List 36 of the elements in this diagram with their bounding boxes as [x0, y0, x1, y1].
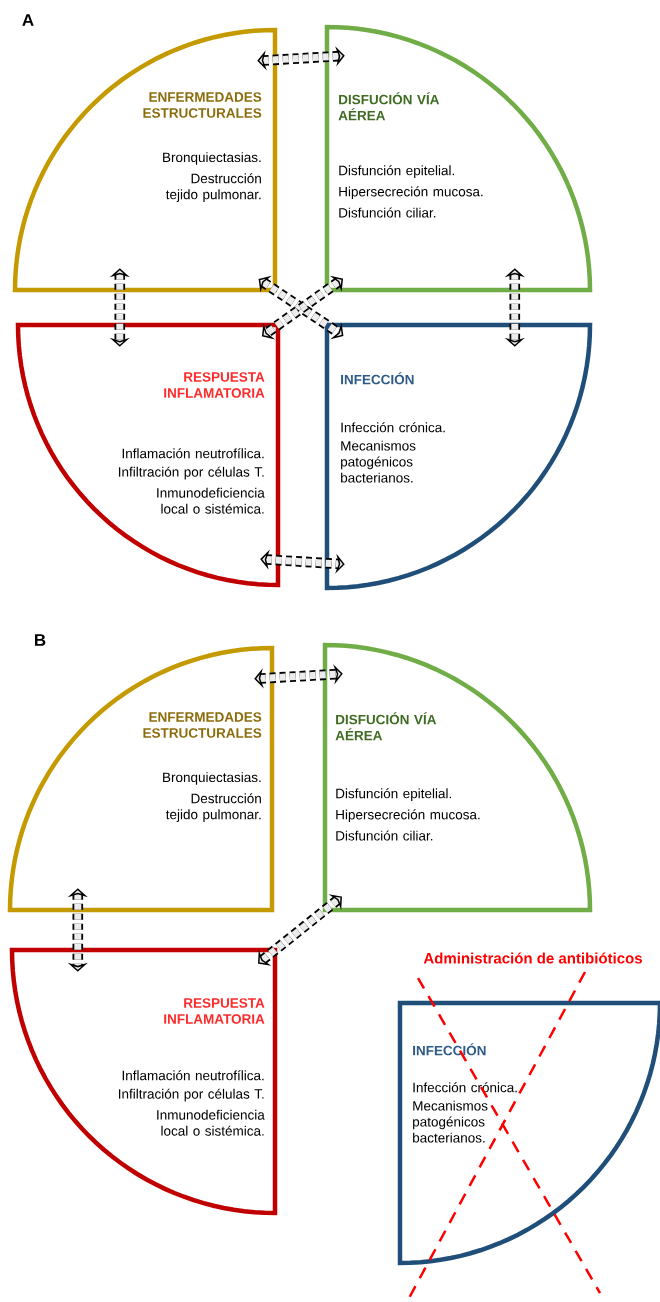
- body-text: Inmunodeficiencia local o sistémica.: [157, 487, 265, 514]
- body-text: Infiltración por células T.: [119, 1088, 264, 1102]
- heading-text: DISFUCIÓN VÍA AÉREA: [338, 92, 440, 121]
- body-text: Hipersecreción mucosa.: [339, 186, 483, 200]
- double-arrow: [109, 268, 130, 347]
- panel-label: B: [35, 634, 46, 646]
- heading-text: ENFERMEDADES ESTRUCTURALES: [143, 712, 262, 738]
- body-text: Bronquiectasias.: [163, 152, 261, 165]
- body-text: Infección crónica.: [341, 422, 445, 433]
- body-text: Inflamación neutrofílica.: [122, 1070, 264, 1081]
- body-text: Disfunción ciliar.: [336, 830, 433, 841]
- body-text: Hipersecreción mucosa.: [336, 809, 480, 823]
- double-arrow: [258, 894, 342, 966]
- double-arrow: [257, 46, 345, 71]
- body-text: Bronquiectasias.: [163, 772, 261, 785]
- body-text: Destrucción tejido pulmonar.: [165, 793, 261, 822]
- panel-label: Administración de antibióticos: [423, 952, 642, 964]
- double-arrow: [504, 268, 525, 347]
- heading-text: DISFUCIÓN VÍA AÉREA: [335, 712, 437, 741]
- heading-text: INFECCIÓN: [413, 1043, 486, 1056]
- heading-text: RESPUESTA INFLAMATORIA: [164, 372, 265, 398]
- double-arrow: [254, 664, 343, 689]
- body-text: Mecanismos patogénicos bacterianos.: [341, 440, 416, 483]
- body-text: Destrucción tejido pulmonar.: [165, 173, 261, 202]
- body-text: Disfunción epitelial.: [336, 788, 451, 801]
- body-text: Mecanismos patogénicos bacterianos.: [413, 1100, 488, 1143]
- body-text: Inmunodeficiencia local o sistémica.: [157, 1109, 265, 1136]
- double-arrow: [67, 888, 88, 972]
- body-text: Disfunción epitelial.: [339, 165, 454, 178]
- body-text: Inflamación neutrofílica.: [122, 448, 264, 459]
- heading-text: INFECCIÓN: [341, 372, 414, 385]
- heading-text: ENFERMEDADES ESTRUCTURALES: [143, 92, 262, 118]
- heading-text: RESPUESTA INFLAMATORIA: [164, 998, 265, 1024]
- body-text: Infiltración por células T.: [119, 466, 264, 480]
- body-text: Infección crónica.: [413, 1082, 517, 1093]
- body-text: Disfunción ciliar.: [339, 207, 436, 218]
